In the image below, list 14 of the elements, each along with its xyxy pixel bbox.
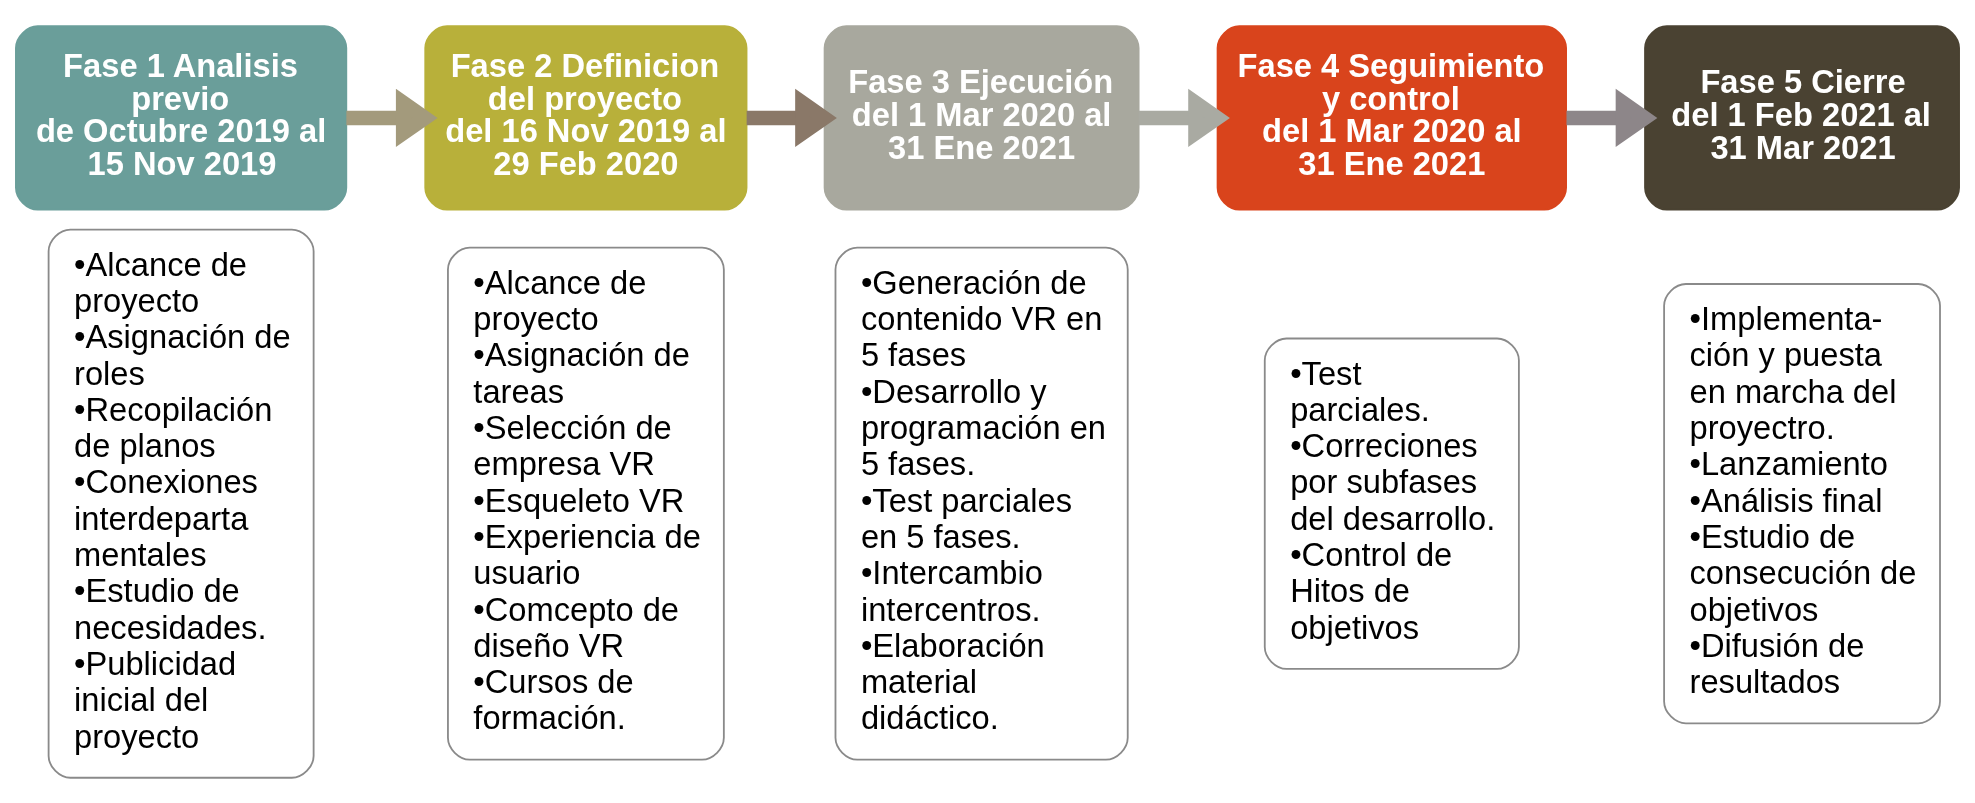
node-box: Fase 5 Cierre del 1 Feb 2021 al 31 Mar 2021 [1644, 24, 1960, 210]
node-box: Fase 4 Seguimiento y control del 1 Mar 2020 al 31 Ene 2021 [1216, 24, 1567, 210]
node-box: •Implementa- ción y puesta en marcha del proyectro. •Lanzamiento •Análisis final •Estudio de consecución de objetivos •Difusión de resultados [1663, 282, 1941, 724]
arrow [746, 88, 837, 147]
node-box: •Test parciales. •Correciones por subfases del desarrollo. •Control de Hitos de objetivos [1263, 337, 1520, 670]
node-box: Fase 1 Analisis previo de Octubre 2019 al 15 Nov 2019 [15, 24, 348, 210]
arrow [1138, 88, 1230, 147]
node-box: Fase 3 Ejecución del 1 Mar 2020 al 31 Ene 2021 [823, 24, 1140, 210]
node-box: •Generación de contenido VR en 5 fases •Desarrollo y programación en 5 fases. •Test parciales en 5 fases. •Intercambio intercentros. •Elaboración material didáctico. [834, 246, 1129, 760]
node-box: •Alcance de proyecto •Asignación de roles •Recopilación de planos •Conexiones interdeparta mentales •Estudio de necesidades. •Publicidad inicial del proyecto [47, 228, 315, 779]
arrow [1566, 88, 1658, 147]
node-box: •Alcance de proyecto •Asignación de tareas •Selección de empresa VR •Esqueleto VR •Experiencia de usuario •Comcepto de diseño VR •Cursos de formación. [447, 246, 725, 760]
arrow [346, 88, 438, 147]
node-box: Fase 2 Definicion del proyecto del 16 Nov 2019 al 29 Feb 2020 [424, 24, 748, 210]
